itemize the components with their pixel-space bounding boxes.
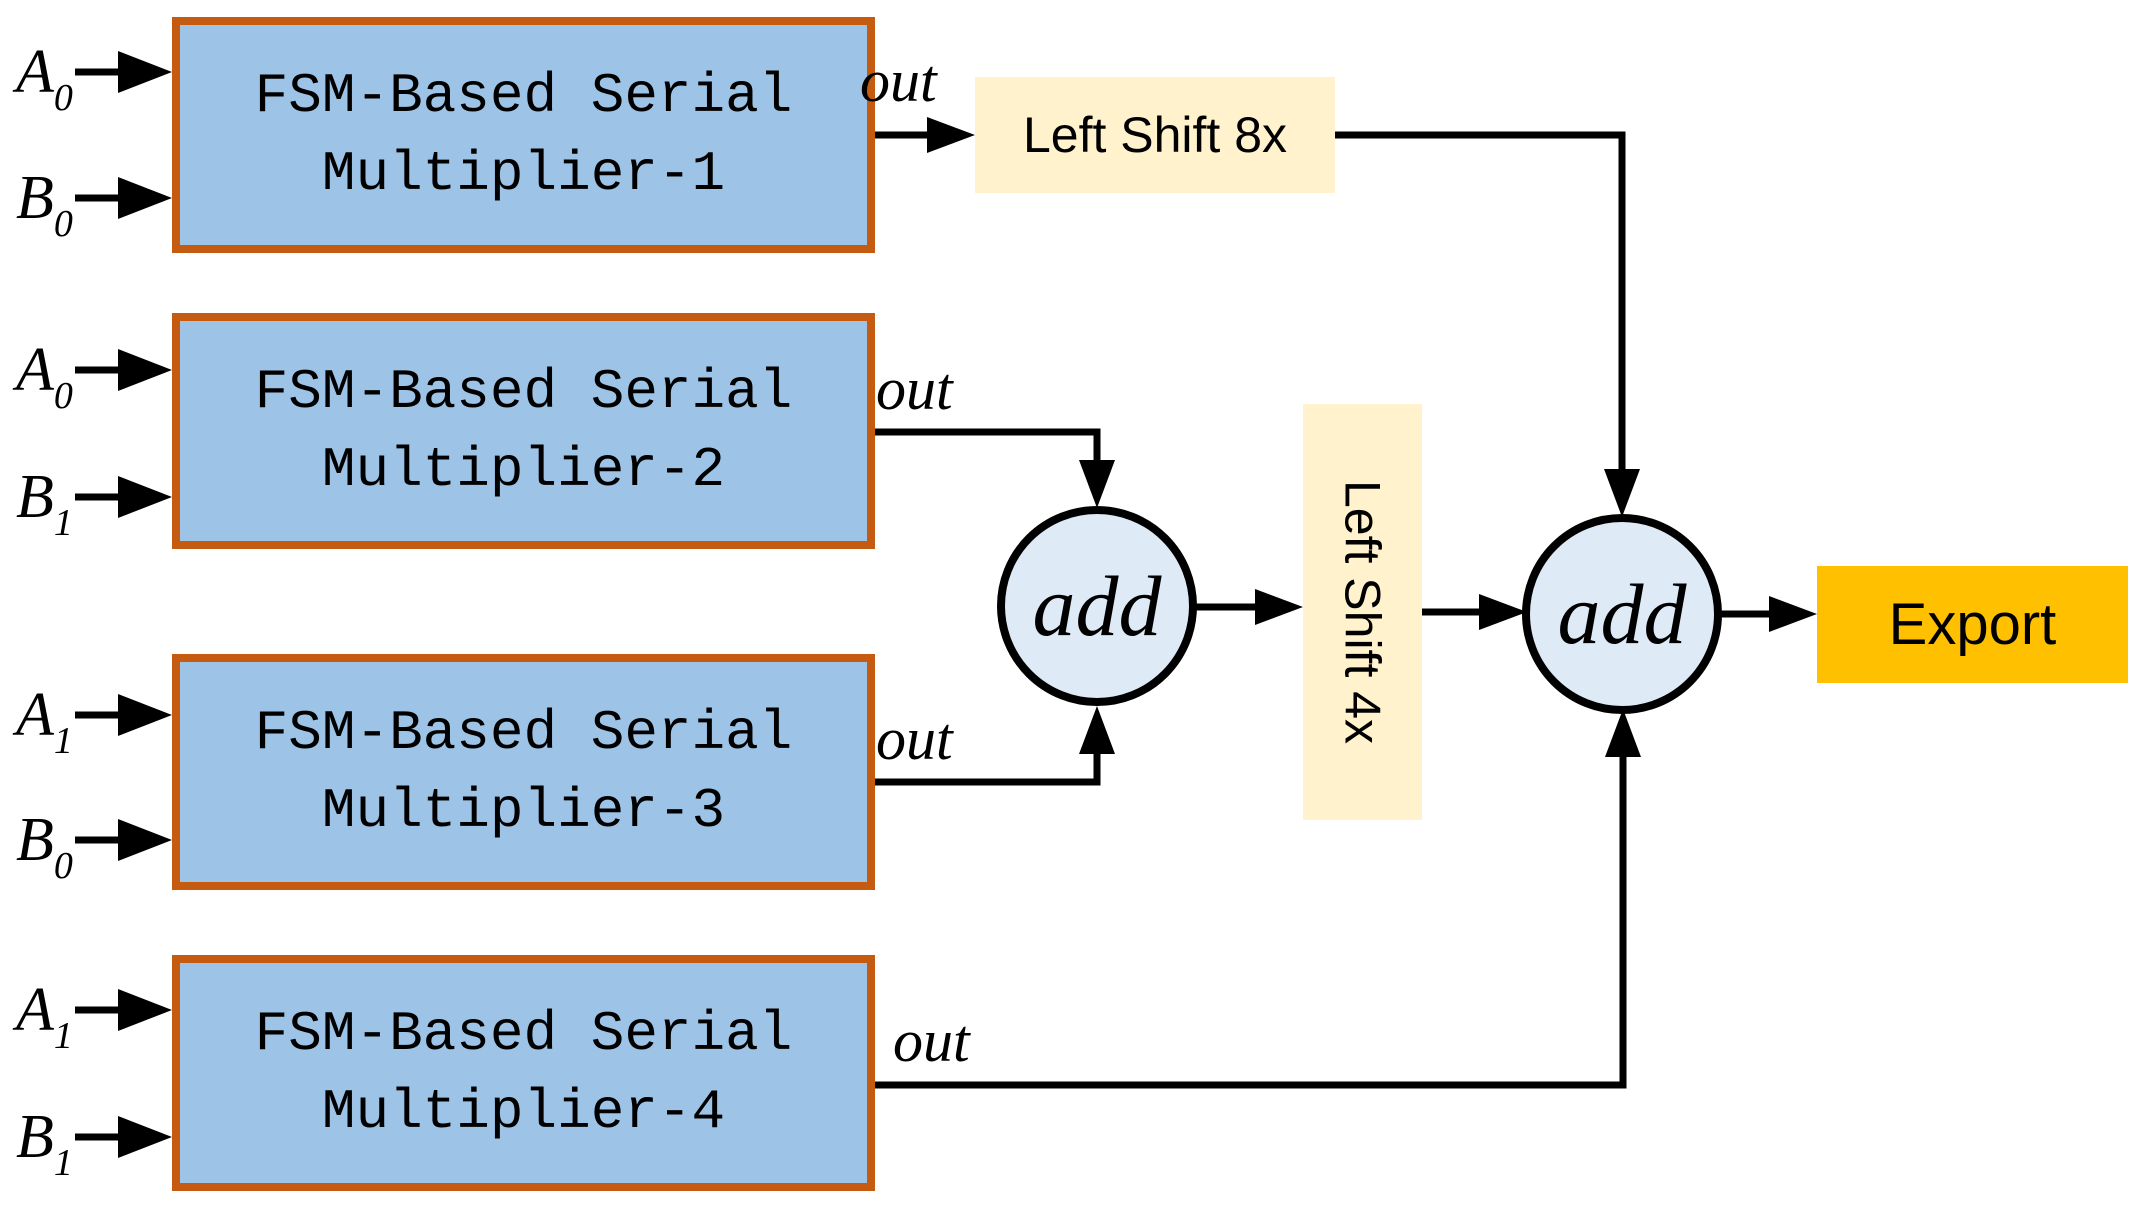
- arrowhead-a0-m1: [118, 51, 172, 93]
- left-shift-4x-block: Left Shift 4x: [1303, 404, 1422, 820]
- out-label-m3: out: [876, 706, 953, 772]
- multiplier-1-title-line1: FSM-Based Serial: [254, 64, 793, 128]
- input-label-m4-b: B1: [16, 1103, 73, 1184]
- multiplier-2-title-line2: Multiplier-2: [321, 438, 726, 502]
- multiplier-block-4: FSM-Based Serial Multiplier-4: [172, 955, 875, 1191]
- arrowhead-b1-m4: [118, 1116, 172, 1158]
- arrowhead-b0-m1: [118, 177, 172, 219]
- adder1-label: add: [1032, 558, 1162, 654]
- wire-out3-adder1: [875, 753, 1101, 786]
- arrowhead-b0-m3: [118, 819, 172, 861]
- input-label-m2-a: A0: [16, 336, 73, 417]
- wire-shift8-adder2: [1335, 131, 1626, 471]
- multiplier-3-title-line2: Multiplier-3: [321, 779, 726, 843]
- adder1-circle: [997, 506, 1197, 706]
- arrowhead-adder2-export: [1769, 596, 1817, 632]
- input-label-m1-b: B0: [16, 164, 73, 245]
- arrowhead-shift4-adder2: [1479, 594, 1527, 630]
- arrowhead-a1-m3: [118, 694, 172, 736]
- arrowhead-adder1-shift4: [1255, 589, 1303, 625]
- input-label-m3-b: B0: [16, 806, 73, 887]
- out-label-m1: out: [860, 48, 937, 114]
- adder2-label: add: [1557, 566, 1687, 662]
- arrowhead-b1-m2: [118, 476, 172, 518]
- arrowhead-a1-m4: [118, 989, 172, 1031]
- input-label-m4-a: A1: [16, 976, 73, 1057]
- multiplier-block-2: FSM-Based Serial Multiplier-2: [172, 313, 875, 549]
- multiplier-4-title-line1: FSM-Based Serial: [254, 1002, 793, 1066]
- arrowhead-out1-shift8: [927, 117, 975, 153]
- wire-out4-adder2: [875, 757, 1627, 1089]
- out-label-m2: out: [876, 356, 953, 422]
- wire-out2-adder1: [875, 428, 1101, 462]
- arrowhead-out3-adder1: [1079, 706, 1115, 754]
- input-label-m1-a: A0: [16, 38, 73, 119]
- arrowhead-a0-m2: [118, 349, 172, 391]
- out-label-m4: out: [893, 1008, 970, 1074]
- arrowhead-out2-adder1: [1079, 460, 1115, 508]
- left-shift-8x-block: Left Shift 8x: [975, 77, 1335, 193]
- arrowhead-out4-adder2: [1605, 709, 1641, 757]
- input-label-m3-a: A1: [16, 681, 73, 762]
- multiplier-block-1: FSM-Based Serial Multiplier-1: [172, 17, 875, 253]
- multiplier-block-3: FSM-Based Serial Multiplier-3: [172, 654, 875, 890]
- export-block: Export: [1817, 566, 2128, 683]
- input-label-m2-b: B1: [16, 463, 73, 544]
- arrowhead-shift8-adder2: [1604, 469, 1640, 517]
- multiplier-4-title-line2: Multiplier-4: [321, 1080, 726, 1144]
- multiplier-1-title-line2: Multiplier-1: [321, 142, 726, 206]
- multiplier-3-title-line1: FSM-Based Serial: [254, 701, 793, 765]
- adder2-circle: [1522, 514, 1722, 714]
- multiplier-2-title-line1: FSM-Based Serial: [254, 360, 793, 424]
